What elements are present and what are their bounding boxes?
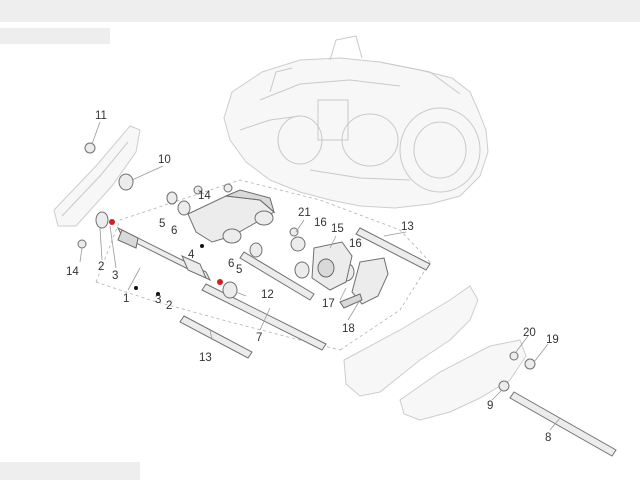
leader-lines bbox=[79, 121, 561, 431]
callout-8: 8 bbox=[545, 432, 551, 444]
callout-13-top: 13 bbox=[401, 221, 414, 233]
callout-14-top: 14 bbox=[198, 190, 211, 202]
frame-ghost bbox=[343, 285, 527, 421]
callout-15: 15 bbox=[331, 223, 344, 235]
left-bracket-ghost bbox=[53, 125, 141, 227]
callout-6-right: 6 bbox=[228, 258, 234, 270]
callout-11: 11 bbox=[95, 110, 107, 122]
engine-ghost bbox=[223, 35, 489, 209]
callout-9: 9 bbox=[487, 400, 493, 412]
callout-19: 19 bbox=[546, 334, 559, 346]
callout-1: 1 bbox=[123, 293, 129, 305]
callout-5-right: 5 bbox=[236, 264, 242, 276]
callout-2-left: 2 bbox=[98, 261, 104, 273]
callout-14-left: 14 bbox=[66, 266, 79, 278]
callout-16-top: 16 bbox=[314, 217, 327, 229]
callout-2-bottom: 2 bbox=[166, 300, 172, 312]
callout-labels: 11 10 14 21 15 16 13 14 5 6 4 2 3 1 6 5 … bbox=[66, 110, 559, 444]
callout-10: 10 bbox=[158, 154, 171, 166]
callout-16-right: 16 bbox=[349, 238, 362, 250]
callout-21: 21 bbox=[298, 207, 311, 219]
callout-3-left: 3 bbox=[112, 270, 118, 282]
assembly-outline bbox=[95, 179, 431, 351]
callout-7: 7 bbox=[256, 332, 262, 344]
callout-3-bottom: 3 bbox=[155, 294, 161, 306]
callout-17: 17 bbox=[322, 298, 335, 310]
swing-arm-assembly bbox=[77, 142, 617, 457]
callout-12: 12 bbox=[261, 289, 274, 301]
callout-4: 4 bbox=[188, 249, 195, 261]
callout-13-bottom: 13 bbox=[199, 352, 212, 364]
callout-18: 18 bbox=[342, 323, 355, 335]
callout-6-left: 6 bbox=[171, 225, 177, 237]
callout-20: 20 bbox=[523, 327, 536, 339]
callout-5-left: 5 bbox=[159, 218, 165, 230]
